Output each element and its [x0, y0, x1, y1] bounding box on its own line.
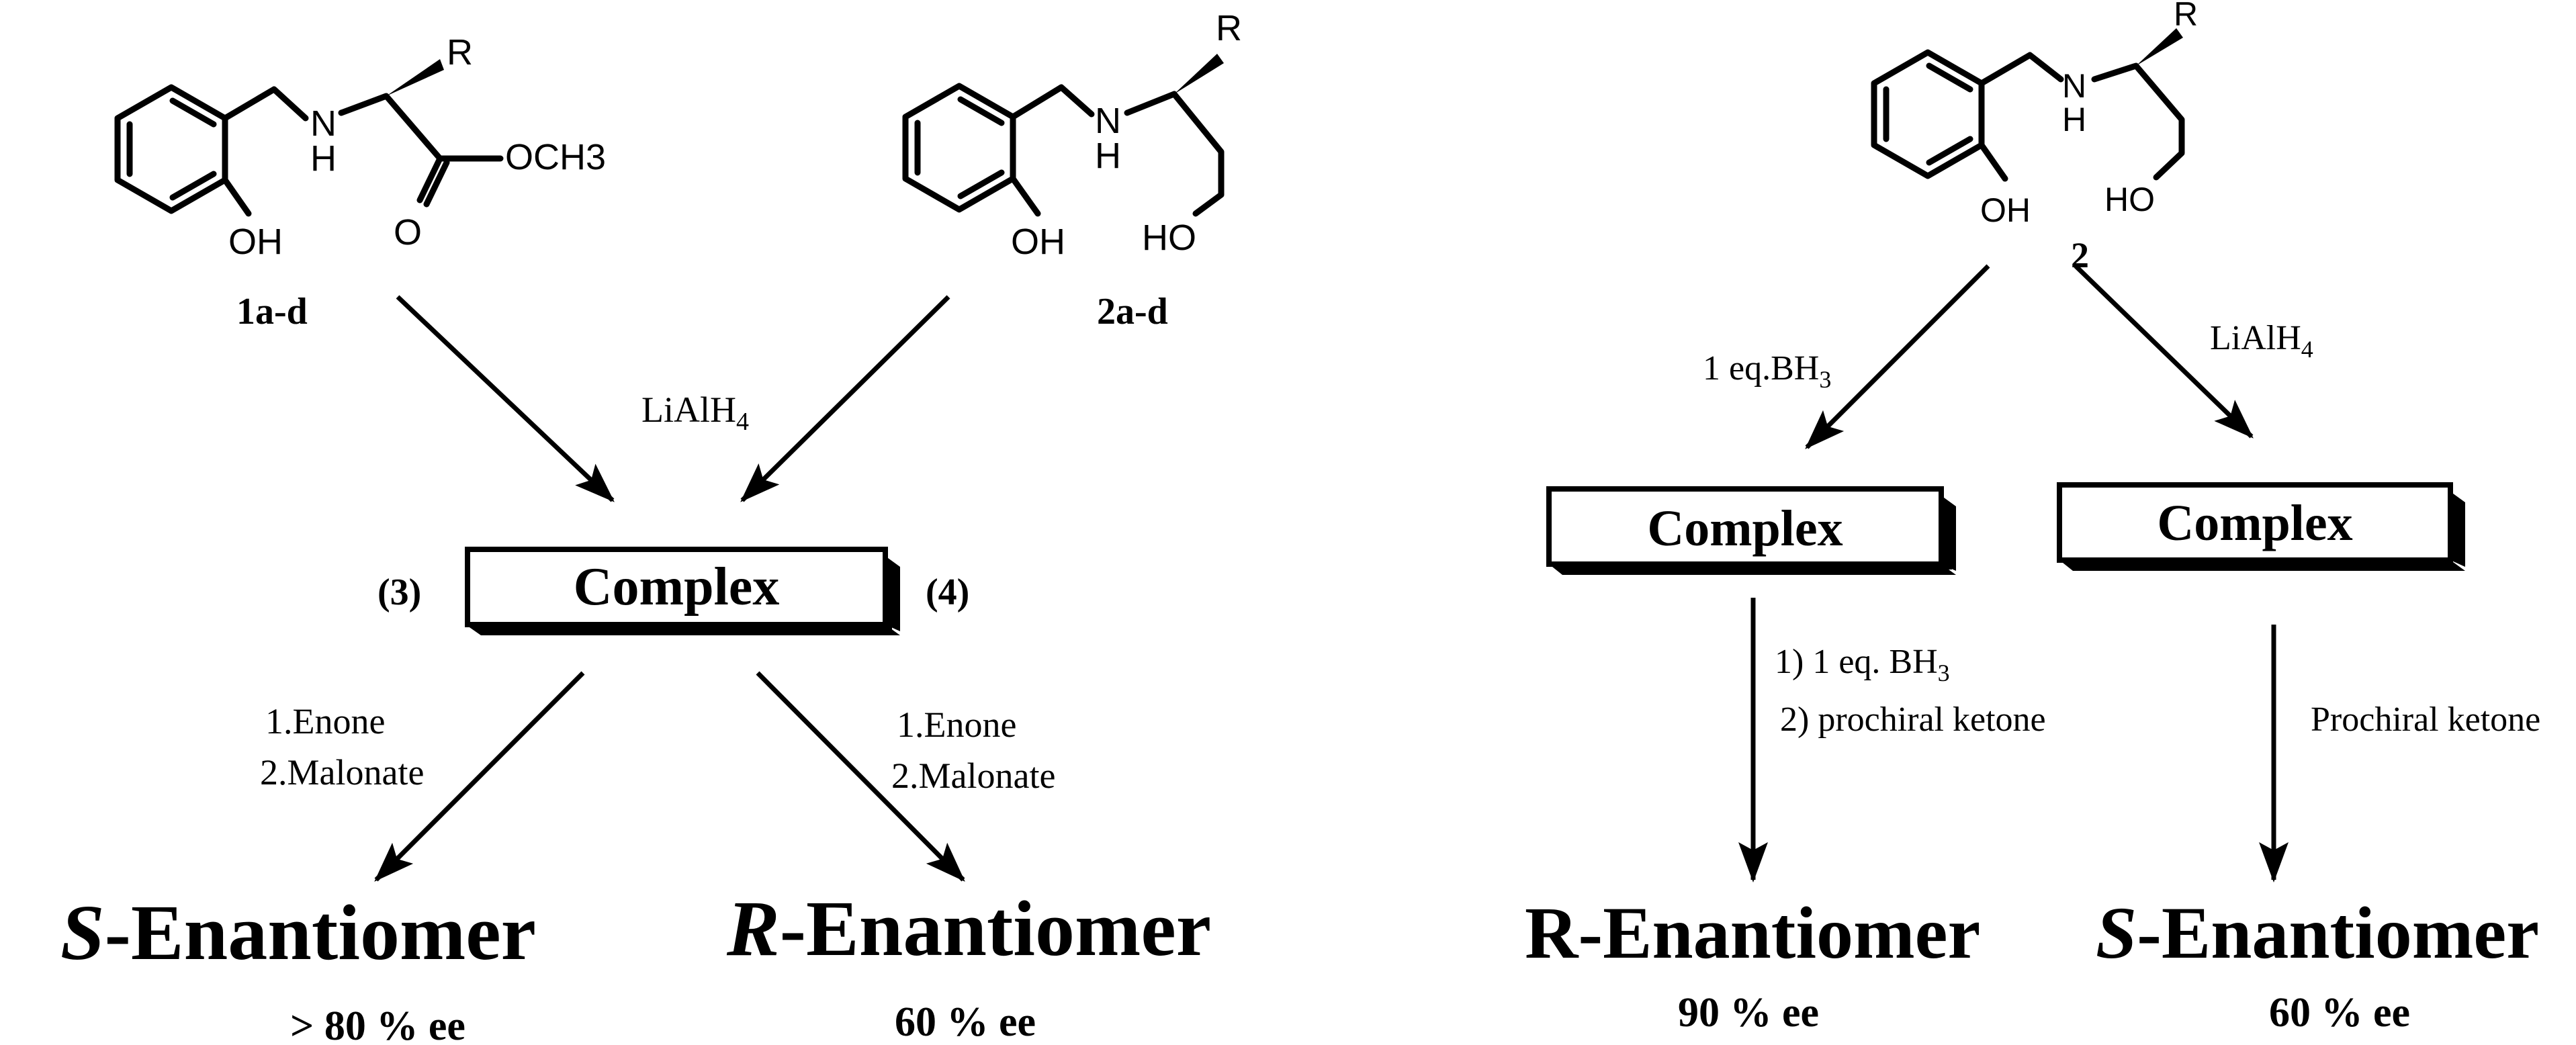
benzene-ring-3-inner-bonds	[1883, 62, 1973, 166]
compound-1-amine-n: N	[310, 103, 337, 144]
arrow-2-to-complex	[740, 295, 950, 502]
borane-branch-condition-2: 2) prochiral ketone	[1780, 700, 2046, 739]
compound-2-structure: N H R HO OH 2a-d	[902, 8, 1242, 332]
compound-1-r-group: R	[447, 32, 473, 73]
complex-box-borane: Complex	[1546, 486, 1956, 575]
compound-right-phenol-oh: OH	[1980, 191, 2031, 229]
right-branch-condition-1: 1.Enone	[897, 705, 1016, 745]
complex-box-left: Complex	[465, 547, 900, 635]
benzene-ring-2-inner-bonds	[914, 96, 1005, 199]
benzene-ring-2	[902, 83, 1016, 213]
ee-r-left: 60 % ee	[895, 999, 1036, 1045]
left-branch-condition-1: 1.Enone	[265, 701, 385, 741]
compound-2-structure-right: N H R HO OH 2	[1871, 0, 2198, 275]
compound-1-skeleton-bonds	[222, 86, 504, 217]
product-r-enantiomer-left: R-Enantiomer	[726, 884, 1211, 972]
compound-2-amine-n: N	[1095, 101, 1121, 141]
compound-right-amine-h: H	[2062, 101, 2086, 138]
compound-1-phenol-oh: OH	[228, 222, 283, 262]
compound-right-amine-n: N	[2062, 67, 2086, 105]
arrow-2-to-alanate-complex	[2074, 264, 2254, 439]
compound-right-skeleton-bonds	[1978, 52, 2185, 182]
arrow-1-to-complex	[396, 295, 615, 502]
compound-1-ester-group: OCH3	[505, 137, 606, 177]
arrow-complex-to-r-product	[756, 671, 965, 882]
product-s-enantiomer-right: S-Enantiomer	[2096, 892, 2539, 974]
complex-tag-4: (4)	[926, 572, 969, 613]
benzene-ring-1-inner-bonds	[126, 97, 217, 201]
complex-label-borane: Complex	[1647, 500, 1842, 557]
compound-2-r-group: R	[1216, 8, 1242, 48]
borane-branch-condition-1: 1) 1 eq. BH3	[1775, 643, 1950, 686]
compound-2-phenol-oh: OH	[1011, 222, 1065, 262]
arrow-complex-to-s-product	[374, 671, 585, 882]
reagent-lialh4-right: LiAlH4	[2210, 319, 2313, 363]
alanate-branch-condition: Prochiral ketone	[2311, 700, 2540, 739]
benzene-ring-1	[114, 84, 228, 214]
compound-2-skeleton-bonds	[1010, 84, 1225, 217]
compound-2-amine-h: H	[1095, 136, 1121, 176]
product-s-enantiomer-left: S-Enantiomer	[60, 889, 536, 976]
compound-1-structure: N H R OCH3 O OH 1a-d	[114, 32, 606, 332]
complex-box-alanate: Complex	[2057, 482, 2465, 571]
reagent-lialh4-left: LiAlH4	[641, 390, 749, 436]
compound-right-hydroxyl: HO	[2104, 181, 2155, 218]
right-branch-condition-2: 2.Malonate	[891, 756, 1055, 796]
complex-tag-3: (3)	[377, 572, 421, 613]
left-branch-condition-2: 2.Malonate	[260, 752, 424, 792]
reagent-bh3-right: 1 eq.BH3	[1703, 349, 1831, 393]
compound-1-amine-h: H	[310, 138, 337, 179]
benzene-ring-3	[1871, 49, 1985, 179]
ee-s-right: 60 % ee	[2269, 990, 2410, 1036]
stereo-wedge-3	[2136, 28, 2183, 66]
stereo-wedge-2	[1174, 54, 1224, 94]
complex-label-left: Complex	[574, 557, 780, 617]
compound-1-label: 1a-d	[236, 291, 308, 332]
compound-1-carbonyl-o: O	[394, 212, 422, 253]
complex-label-alanate: Complex	[2157, 495, 2352, 551]
ee-s-left: > 80 % ee	[290, 1003, 465, 1045]
compound-2-hydroxyl: HO	[1142, 218, 1196, 258]
compound-right-r-group: R	[2174, 0, 2198, 33]
arrow-2-to-borane-complex	[1805, 264, 1990, 449]
compound-2-label: 2a-d	[1097, 291, 1168, 332]
stereo-wedge-1	[386, 59, 444, 96]
ee-r-right: 90 % ee	[1678, 990, 1819, 1036]
product-r-enantiomer-right: R-Enantiomer	[1525, 892, 1980, 974]
